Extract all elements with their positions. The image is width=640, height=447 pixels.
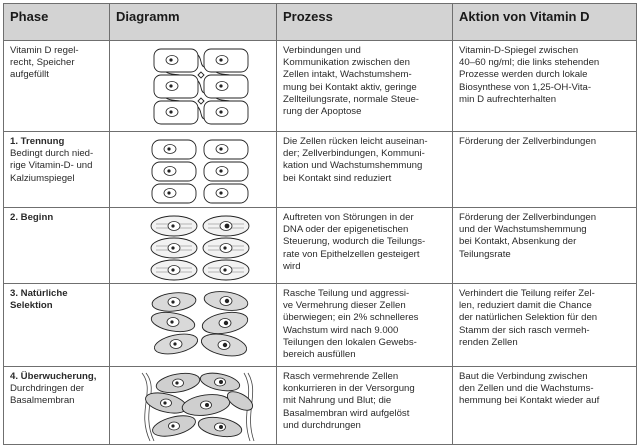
prozess-cell: Verbindungen und Kommunikation zwischen …: [276, 40, 453, 132]
phase-cell: 2. Beginn: [3, 207, 110, 284]
phase-text: Durchdringen der Basalmembran: [10, 383, 85, 407]
table-row: 4. Überwucherung, Durchdringen der Basal…: [3, 366, 637, 445]
diagram-cell: [109, 131, 277, 208]
phase-cell: Vitamin D regel- recht, Speicher aufgefü…: [3, 40, 110, 132]
phase-cell: 3. Natürliche Selektion: [3, 283, 110, 367]
header-aktion: Aktion von Vitamin D: [452, 3, 637, 41]
aktion-cell: Verhindert die Teilung reifer Zel- len, …: [452, 283, 637, 367]
table-row: Vitamin D regel- recht, Speicher aufgefü…: [3, 40, 637, 132]
prozess-cell: Auftreten von Störungen in der DNA oder …: [276, 207, 453, 284]
phase-table: Phase Diagramm Prozess Aktion von Vitami…: [3, 3, 637, 445]
aktion-cell: Baut die Verbindung zwischen den Zellen …: [452, 366, 637, 445]
header-prozess: Prozess: [276, 3, 453, 41]
prozess-cell: Rasche Teilung und aggressi- ve Vermehru…: [276, 283, 453, 367]
prozess-cell: Die Zellen rücken leicht auseinan- der; …: [276, 131, 453, 208]
phase-title: 1. Trennung: [10, 136, 65, 147]
phase-title: 2. Beginn: [10, 212, 54, 223]
phase-text: Vitamin D regel- recht, Speicher aufgefü…: [10, 45, 79, 81]
diagram-cell: [109, 366, 277, 445]
diagram-cell: [109, 207, 277, 284]
aktion-cell: Vitamin-D-Spiegel zwischen 40–60 ng/ml; …: [452, 40, 637, 132]
aktion-cell: Förderung der Zellverbindungen: [452, 131, 637, 208]
phase-title: 3. Natürliche Selektion: [10, 288, 68, 312]
header-diagramm: Diagramm: [109, 3, 277, 41]
header-phase: Phase: [3, 3, 110, 41]
prozess-cell: Rasch vermehrende Zellen konkurrieren in…: [276, 366, 453, 445]
phase-cell: 1. Trennung Bedingt durch nied- rige Vit…: [3, 131, 110, 208]
diagram-selection-cells: [150, 291, 249, 357]
phase-cell: 4. Überwucherung, Durchdringen der Basal…: [3, 366, 110, 445]
diagram-cell: [109, 283, 277, 367]
aktion-cell: Förderung der Zellverbindungen und der W…: [452, 207, 637, 284]
diagram-dna-disorder-cells: [150, 215, 250, 281]
table-row: 2. Beginn: [3, 207, 637, 284]
table-row: 3. Natürliche Selektion: [3, 283, 637, 367]
diagram-separated-cells: [151, 139, 249, 204]
phase-title: 4. Überwucherung,: [10, 371, 97, 382]
header-row: Phase Diagramm Prozess Aktion von Vitami…: [3, 3, 637, 41]
diagram-overgrowth-cells: [141, 372, 255, 442]
diagram-cell: [109, 40, 277, 132]
diagram-intact-cells: [153, 48, 249, 125]
table-row: 1. Trennung Bedingt durch nied- rige Vit…: [3, 131, 637, 208]
phase-text: Bedingt durch nied- rige Vitamin-D- und …: [10, 148, 94, 184]
